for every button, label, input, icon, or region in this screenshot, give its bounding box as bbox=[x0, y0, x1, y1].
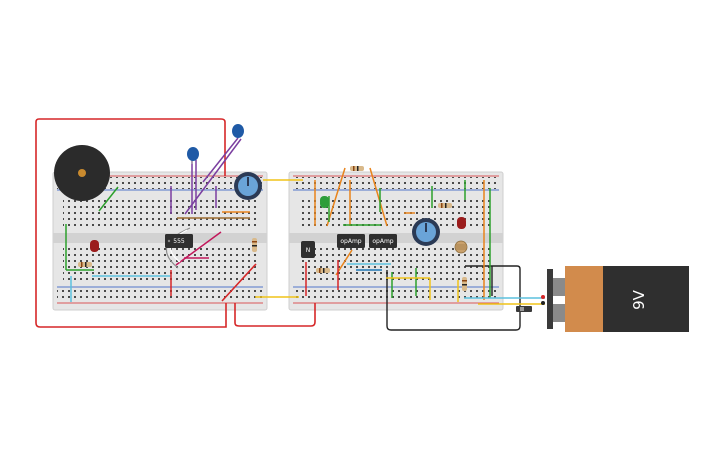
opamp-2-label: opAmp bbox=[372, 238, 393, 245]
wire-red-bridge[interactable] bbox=[234, 303, 316, 327]
battery-body bbox=[603, 266, 689, 332]
capacitor-icon[interactable] bbox=[232, 124, 244, 138]
wire-red-loop[interactable] bbox=[35, 118, 227, 328]
wire-orange[interactable] bbox=[369, 167, 388, 227]
switch-icon[interactable] bbox=[516, 306, 532, 312]
opamp-chip-1[interactable]: opAmp bbox=[337, 234, 365, 248]
resistor-icon[interactable] bbox=[462, 277, 467, 291]
potentiometer-icon[interactable] bbox=[234, 172, 262, 200]
battery-label: 9V bbox=[630, 289, 648, 310]
battery-icon[interactable]: 9V bbox=[541, 266, 689, 332]
wire-black-loop[interactable] bbox=[386, 265, 521, 331]
wire-green[interactable] bbox=[98, 186, 119, 212]
led-icon[interactable] bbox=[457, 217, 466, 229]
wire-purple[interactable] bbox=[184, 138, 242, 215]
opamp-chip-2[interactable]: opAmp bbox=[369, 234, 397, 248]
capacitor-icon[interactable] bbox=[187, 147, 199, 164]
resistor-icon[interactable] bbox=[316, 268, 330, 273]
resistor-icon[interactable] bbox=[350, 166, 364, 171]
photoresistor-icon[interactable] bbox=[454, 240, 468, 254]
transistor-npn[interactable]: N bbox=[301, 241, 315, 258]
wire-orange[interactable] bbox=[326, 167, 346, 227]
battery-cap bbox=[565, 266, 605, 332]
led-icon[interactable] bbox=[320, 196, 329, 208]
transistor-label: N bbox=[306, 247, 311, 254]
resistor-icon[interactable] bbox=[252, 238, 257, 252]
buzzer-icon[interactable] bbox=[54, 145, 110, 201]
opamp-1-label: opAmp bbox=[340, 238, 361, 245]
wire-red-diagonal[interactable] bbox=[221, 263, 257, 302]
resistor-icon[interactable] bbox=[78, 262, 92, 267]
ic-555-chip[interactable]: 555 bbox=[165, 234, 193, 248]
potentiometer-icon[interactable] bbox=[412, 218, 440, 246]
ic-555-label: 555 bbox=[173, 238, 185, 245]
wire-purple[interactable] bbox=[202, 137, 239, 183]
resistor-icon[interactable] bbox=[438, 203, 452, 208]
led-icon[interactable] bbox=[90, 240, 99, 252]
wire-magenta[interactable] bbox=[175, 231, 222, 266]
